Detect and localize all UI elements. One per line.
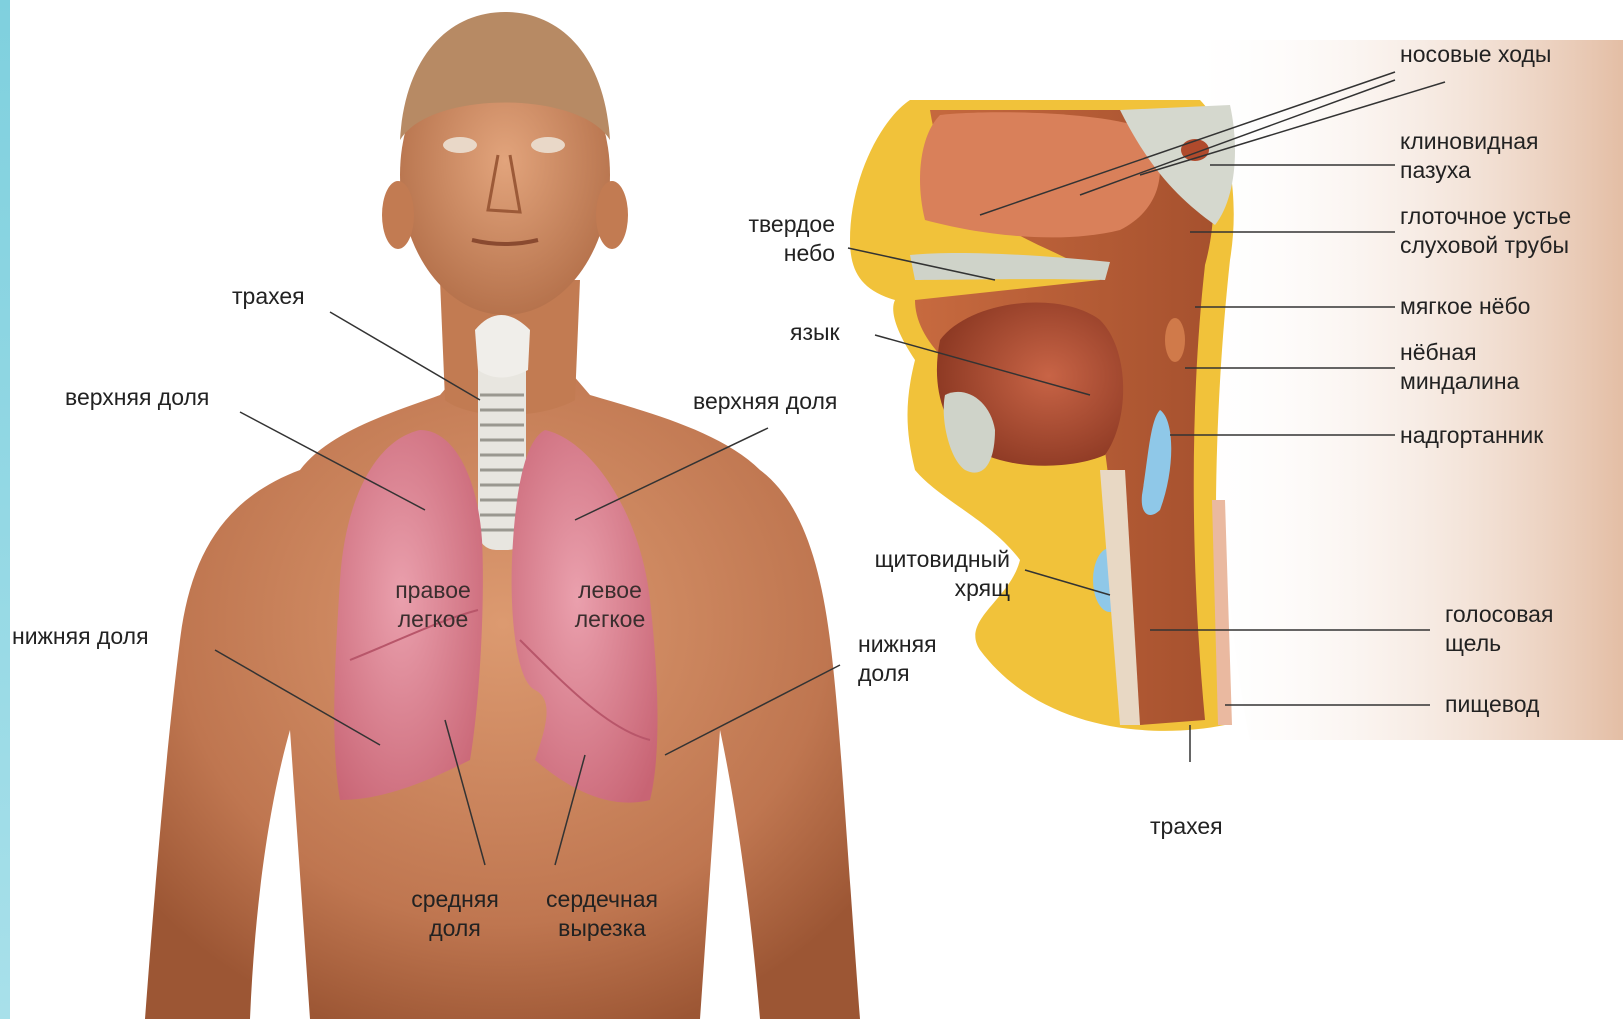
label-left-lung-line2: легкое [560, 605, 660, 634]
label-cardiac-notch: сердечная вырезка [532, 885, 672, 943]
label-left-lung: левое легкое [560, 576, 660, 634]
label-lower-lobe-left-line2: доля [858, 659, 937, 688]
label-middle-lobe-line1: средняя [400, 885, 510, 914]
label-eustachian-opening: глоточное устье слуховой трубы [1400, 202, 1571, 260]
label-nasal-passages: носовые ходы [1400, 40, 1551, 69]
label-eustachian-opening-line2: слуховой трубы [1400, 231, 1571, 260]
label-esophagus: пищевод [1445, 690, 1539, 719]
label-glottis-line1: голосовая [1445, 600, 1553, 629]
torso-figure [145, 12, 860, 1019]
label-middle-lobe-line2: доля [400, 914, 510, 943]
label-middle-lobe: средняя доля [400, 885, 510, 943]
label-lower-lobe-right: нижняя доля [12, 622, 149, 651]
ear-left [596, 181, 628, 249]
label-hard-palate-line1: твердое [720, 210, 835, 239]
label-hard-palate: твердое небо [720, 210, 835, 268]
label-sphenoid-sinus: клиновидная пазуха [1400, 127, 1539, 185]
label-right-lung-line1: правое [383, 576, 483, 605]
label-epiglottis: надгортанник [1400, 421, 1543, 450]
label-palatine-tonsil-line2: миндалина [1400, 367, 1519, 396]
label-glottis: голосовая щель [1445, 600, 1553, 658]
label-soft-palate: мягкое нёбо [1400, 292, 1530, 321]
label-right-lung-line2: легкое [383, 605, 483, 634]
label-upper-lobe-right: верхняя доля [65, 383, 209, 412]
label-palatine-tonsil: нёбная миндалина [1400, 338, 1519, 396]
tonsil-shape [1165, 318, 1185, 362]
label-trachea-head: трахея [1150, 812, 1223, 841]
label-cardiac-notch-line2: вырезка [532, 914, 672, 943]
label-left-lung-line1: левое [560, 576, 660, 605]
label-trachea-torso: трахея [232, 282, 305, 311]
label-sphenoid-sinus-line1: клиновидная [1400, 127, 1539, 156]
label-thyroid-cartilage-line1: щитовидный [835, 545, 1010, 574]
label-tongue: язык [790, 318, 840, 347]
label-palatine-tonsil-line1: нёбная [1400, 338, 1519, 367]
ear-right [382, 181, 414, 249]
eye-left [531, 137, 565, 153]
label-sphenoid-sinus-line2: пазуха [1400, 156, 1539, 185]
label-right-lung: правое легкое [383, 576, 483, 634]
label-lower-lobe-left-line1: нижняя [858, 630, 937, 659]
label-upper-lobe-left: верхняя доля [693, 387, 837, 416]
label-thyroid-cartilage-line2: хрящ [835, 574, 1010, 603]
label-lower-lobe-left: нижняя доля [858, 630, 937, 688]
nasal-cavity [920, 112, 1160, 237]
label-cardiac-notch-line1: сердечная [532, 885, 672, 914]
label-hard-palate-line2: небо [720, 239, 835, 268]
eye-right [443, 137, 477, 153]
label-eustachian-opening-line1: глоточное устье [1400, 202, 1571, 231]
label-glottis-line2: щель [1445, 629, 1553, 658]
label-thyroid-cartilage: щитовидный хрящ [835, 545, 1010, 603]
